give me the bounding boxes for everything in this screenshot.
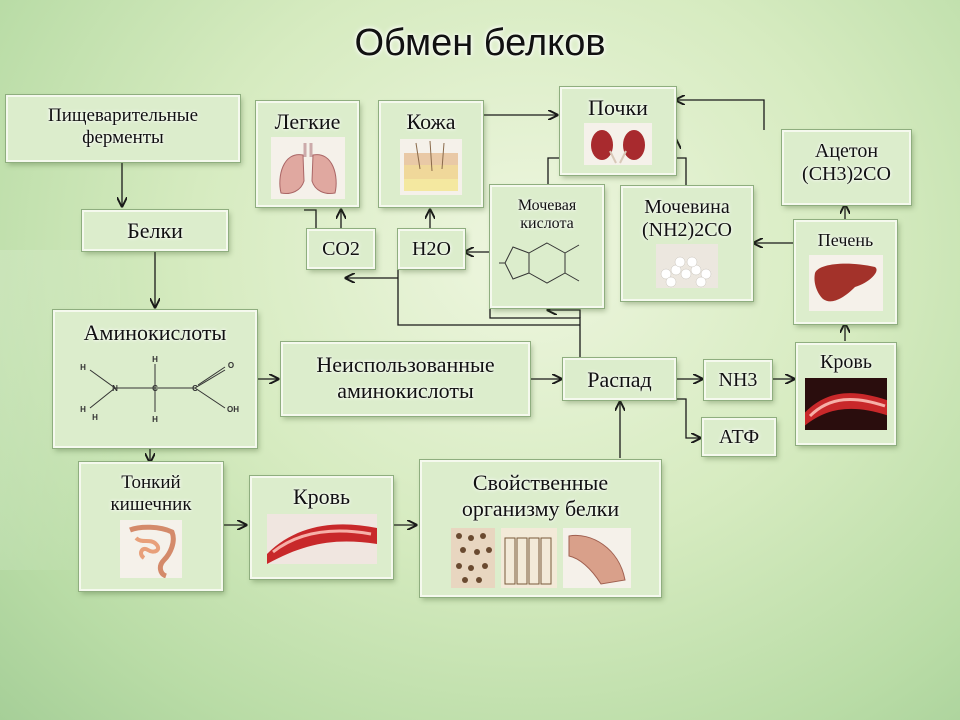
urea-crystals-icon xyxy=(656,244,718,288)
node-own-proteins: Свойственные организму белки xyxy=(420,460,661,597)
urea-label-2: (NH2)2CO xyxy=(642,219,732,241)
atom-c-center: C xyxy=(152,384,158,393)
blood-vessel-icon xyxy=(800,378,895,430)
proteins-label: Белки xyxy=(127,218,183,243)
atom-c-carboxyl: C xyxy=(192,384,198,393)
uric-label-2: кислота xyxy=(520,215,574,232)
arrow-water-kidneys xyxy=(471,115,557,130)
uric-label-1: Мочевая xyxy=(517,197,577,214)
node-unused-amino-acids: Неиспользованные аминокислоты xyxy=(281,342,530,416)
lungs-label: Легкие xyxy=(274,109,341,134)
own-label-1: Свойственные xyxy=(472,470,609,495)
node-liver: Печень xyxy=(794,220,897,324)
node-proteins: Белки xyxy=(82,210,228,251)
blood-vessel-icon-middle xyxy=(266,514,377,564)
unused-label-2: аминокислоты xyxy=(337,378,474,403)
acetone-label-2: (CH3)2CO xyxy=(802,163,891,185)
atom-h-n: H xyxy=(92,413,98,422)
node-small-intestine: Тонкий кишечник xyxy=(79,462,223,591)
skin-label: Кожа xyxy=(406,109,456,134)
node-urea: Мочевина (NH2)2CO xyxy=(621,186,753,301)
blood-mid-label: Кровь xyxy=(292,484,351,509)
lungs-icon xyxy=(270,137,345,199)
co2-label: CO2 xyxy=(322,238,360,260)
own-label-2: организму белки xyxy=(461,496,620,521)
node-lungs: Легкие xyxy=(256,101,359,207)
node-blood-right: Кровь xyxy=(796,343,896,445)
h2o-label: H2O xyxy=(412,238,451,260)
line-co2-lungs xyxy=(304,209,317,228)
liver-label: Печень xyxy=(817,230,874,250)
nh3-label: NH3 xyxy=(718,369,758,391)
kidneys-label: Почки xyxy=(588,95,648,120)
skin-section-icon xyxy=(400,139,462,195)
node-digestive-enzymes: Пищеварительные ферменты xyxy=(6,95,240,162)
uric-acid-formula-icon xyxy=(497,242,580,284)
node-co2: CO2 xyxy=(307,229,375,269)
diagram-title: Обмен белков xyxy=(354,22,606,64)
liver-icon xyxy=(808,255,883,311)
arrow-breakdown-uric xyxy=(548,310,581,318)
amino-label: Аминокислоты xyxy=(83,320,227,345)
intestine-icon xyxy=(120,520,182,579)
atom-h-left-bottom: H xyxy=(80,405,86,414)
node-ammonia: NH3 xyxy=(704,360,772,400)
atom-h-bottom: H xyxy=(152,415,158,424)
node-skin: Кожа xyxy=(379,101,483,207)
acetone-label-1: Ацетон xyxy=(814,140,879,162)
tissues-icon xyxy=(450,528,631,588)
line-breakdown-products xyxy=(397,266,580,326)
kidneys-icon xyxy=(584,123,652,165)
atom-n: N xyxy=(112,384,118,393)
intestine-label-1: Тонкий xyxy=(121,472,181,493)
node-acetone: Ацетон (CH3)2CO xyxy=(782,130,911,205)
amino-acid-formula-icon: H H C H C O H N H OH xyxy=(80,355,239,424)
arrow-urea-kidneys xyxy=(676,140,687,185)
node-breakdown: Распад xyxy=(563,358,676,400)
enzymes-label-1: Пищеварительные xyxy=(47,105,199,126)
urea-label-1: Мочевина xyxy=(644,196,730,218)
breakdown-label: Распад xyxy=(587,367,652,392)
node-blood-middle: Кровь xyxy=(250,476,393,579)
node-amino-acids: Аминокислоты H H C H C O H N H OH xyxy=(53,310,257,448)
arrow-acetone-kidneys xyxy=(676,100,765,130)
node-uric-acid: Мочевая кислота xyxy=(490,185,604,308)
intestine-label-2: кишечник xyxy=(110,494,192,515)
enzymes-label-2: ферменты xyxy=(82,127,164,148)
unused-label-1: Неиспользованные xyxy=(316,352,495,377)
atom-h-left-top: H xyxy=(80,363,86,372)
arrow-breakdown-atp xyxy=(676,398,700,438)
atom-h-top: H xyxy=(152,355,158,364)
node-h2o: H2O xyxy=(398,229,465,269)
atom-o: O xyxy=(228,361,234,370)
atp-label: АТФ xyxy=(718,426,760,448)
node-atp: АТФ xyxy=(702,418,776,456)
node-kidneys: Почки xyxy=(560,87,676,175)
blood-right-label: Кровь xyxy=(820,351,872,373)
atom-oh: OH xyxy=(227,405,239,414)
